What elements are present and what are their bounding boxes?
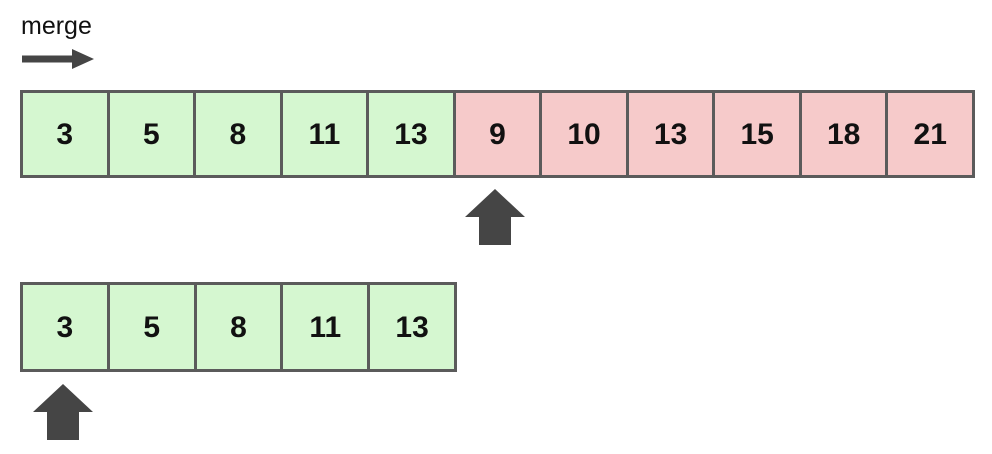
array-cell: 9 xyxy=(455,93,540,175)
merged-array: 3 5 8 11 13 9 10 13 15 18 21 xyxy=(20,90,975,178)
array-cell: 5 xyxy=(109,93,194,175)
merge-label: merge xyxy=(21,12,92,40)
array-cell: 13 xyxy=(369,93,453,175)
left-subarray: 3 5 8 11 13 xyxy=(20,282,457,372)
array-cell: 5 xyxy=(109,285,194,369)
array-cell: 11 xyxy=(283,285,368,369)
array-cell: 3 xyxy=(23,285,107,369)
right-arrow-icon xyxy=(22,49,94,69)
array-cell: 3 xyxy=(23,93,107,175)
up-arrow-icon xyxy=(465,189,525,245)
array-cell: 15 xyxy=(715,93,799,175)
array-cell: 8 xyxy=(196,93,280,175)
array-cell: 18 xyxy=(801,93,886,175)
array-cell: 11 xyxy=(282,93,367,175)
array-cell: 10 xyxy=(542,93,626,175)
array-cell: 8 xyxy=(196,285,281,369)
array-cell: 13 xyxy=(628,93,713,175)
up-arrow-icon xyxy=(33,384,93,440)
array-cell: 13 xyxy=(370,285,454,369)
array-cell: 21 xyxy=(888,93,973,175)
